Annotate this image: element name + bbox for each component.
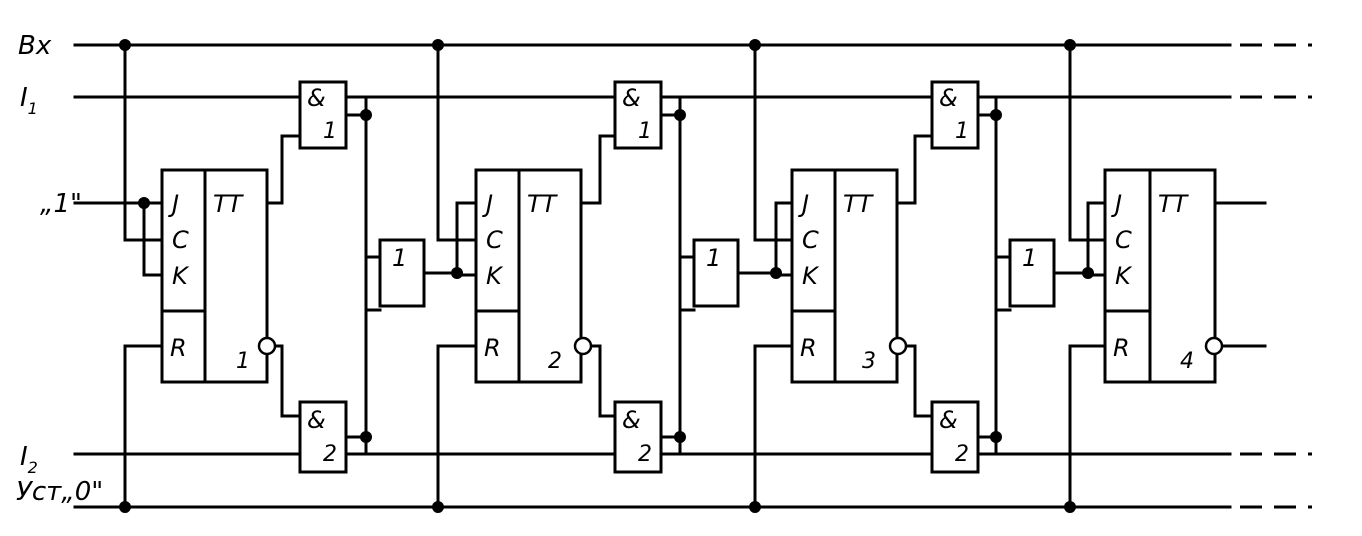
pin-c: C	[1115, 226, 1132, 254]
and-number: 1	[638, 119, 652, 144]
pin-j: J	[1111, 190, 1122, 218]
label-i1: I1	[20, 83, 38, 118]
inverted-output-circle	[888, 336, 908, 356]
and-gate-lower-3: & 2	[930, 400, 980, 474]
wiring	[123, 43, 1267, 509]
or-symbol: 1	[1022, 244, 1037, 272]
flipflop-number: 4	[1180, 349, 1194, 374]
and-number: 2	[638, 442, 652, 467]
junction-dot	[749, 39, 761, 51]
and-gate-lower-2: & 2	[613, 400, 663, 474]
flipflop-4: J C K R TT 4	[1103, 168, 1224, 384]
and-symbol: &	[307, 406, 326, 434]
and-symbol: &	[622, 406, 641, 434]
junction-dot	[119, 501, 131, 513]
flipflop-number: 2	[548, 349, 562, 374]
pin-j: J	[798, 190, 809, 218]
and-number: 2	[955, 442, 969, 467]
and-gate-body	[930, 80, 980, 150]
junction-dot	[674, 431, 686, 443]
pin-k: K	[802, 262, 820, 290]
pin-k: K	[172, 262, 190, 290]
and-gate-body	[613, 400, 663, 474]
junction-dot	[432, 501, 444, 513]
or-gate-3: 1	[1008, 238, 1056, 308]
flipflop-type: TT	[1158, 190, 1190, 218]
pin-c: C	[486, 226, 503, 254]
junction-dot	[360, 431, 372, 443]
junction-dot	[360, 109, 372, 121]
flipflop-body	[160, 168, 269, 384]
flipflop-type: TT	[213, 190, 245, 218]
junction-dot	[1064, 501, 1076, 513]
junction-dot	[770, 267, 782, 279]
junction-dots	[119, 39, 1094, 513]
junction-dot	[1082, 267, 1094, 279]
and-number: 1	[955, 119, 969, 144]
junction-dot	[119, 39, 131, 51]
pin-j: J	[168, 190, 179, 218]
junction-dot	[432, 39, 444, 51]
pin-r: R	[800, 334, 817, 362]
or-symbol: 1	[392, 244, 407, 272]
pin-c: C	[802, 226, 819, 254]
and-symbol: &	[939, 406, 958, 434]
label-i2: I2	[20, 442, 38, 477]
flipflop-number: 3	[862, 349, 876, 374]
label-reset: Уст„0"	[16, 477, 103, 507]
junction-dot	[1064, 39, 1076, 51]
or-gate-body	[1008, 238, 1056, 308]
and-number: 1	[323, 119, 337, 144]
junction-dot	[451, 267, 463, 279]
and-gate-lower-1: & 2	[298, 400, 348, 474]
or-gate-2: 1	[692, 238, 740, 308]
and-gate-upper-3: & 1	[930, 80, 980, 150]
flipflop-type: TT	[527, 190, 559, 218]
junction-dot	[990, 109, 1002, 121]
pin-j: J	[482, 190, 493, 218]
flipflop-2: J C K R TT 2	[474, 168, 593, 384]
junction-dot	[138, 197, 150, 209]
flipflop-body	[1103, 168, 1217, 384]
and-gate-body	[930, 400, 980, 474]
and-symbol: &	[939, 84, 958, 112]
and-gate-upper-1: & 1	[298, 80, 348, 150]
or-gate-body	[378, 238, 426, 308]
flipflop-3: J C K R TT 3	[790, 168, 908, 384]
and-gate-body	[613, 80, 663, 150]
pin-c: C	[172, 226, 189, 254]
and-number: 2	[323, 442, 337, 467]
pin-k: K	[1115, 262, 1133, 290]
and-gate-body	[298, 80, 348, 150]
and-symbol: &	[622, 84, 641, 112]
flipflop-number: 1	[236, 349, 250, 374]
or-symbol: 1	[706, 244, 721, 272]
flipflop-type: TT	[843, 190, 875, 218]
junction-dot	[990, 431, 1002, 443]
junction-dot	[674, 109, 686, 121]
or-gate-1: 1	[378, 238, 426, 308]
label-vx: Bx	[18, 31, 52, 61]
pin-r: R	[1113, 334, 1130, 362]
and-symbol: &	[307, 84, 326, 112]
inverted-output-circle	[257, 336, 277, 356]
flipflop-body	[790, 168, 899, 384]
inverted-output-circle	[1204, 336, 1224, 356]
input-labels: Bx I1 „1" I2 Уст„0"	[16, 31, 103, 507]
pin-k: K	[486, 262, 504, 290]
pin-r: R	[484, 334, 501, 362]
and-gate-upper-2: & 1	[613, 80, 663, 150]
inverted-output-circle	[573, 336, 593, 356]
and-gate-body	[298, 400, 348, 474]
pin-r: R	[170, 334, 187, 362]
or-gate-body	[692, 238, 740, 308]
flipflop-body	[474, 168, 583, 384]
flipflop-1: J C K R TT 1	[160, 168, 277, 384]
junction-dot	[749, 501, 761, 513]
